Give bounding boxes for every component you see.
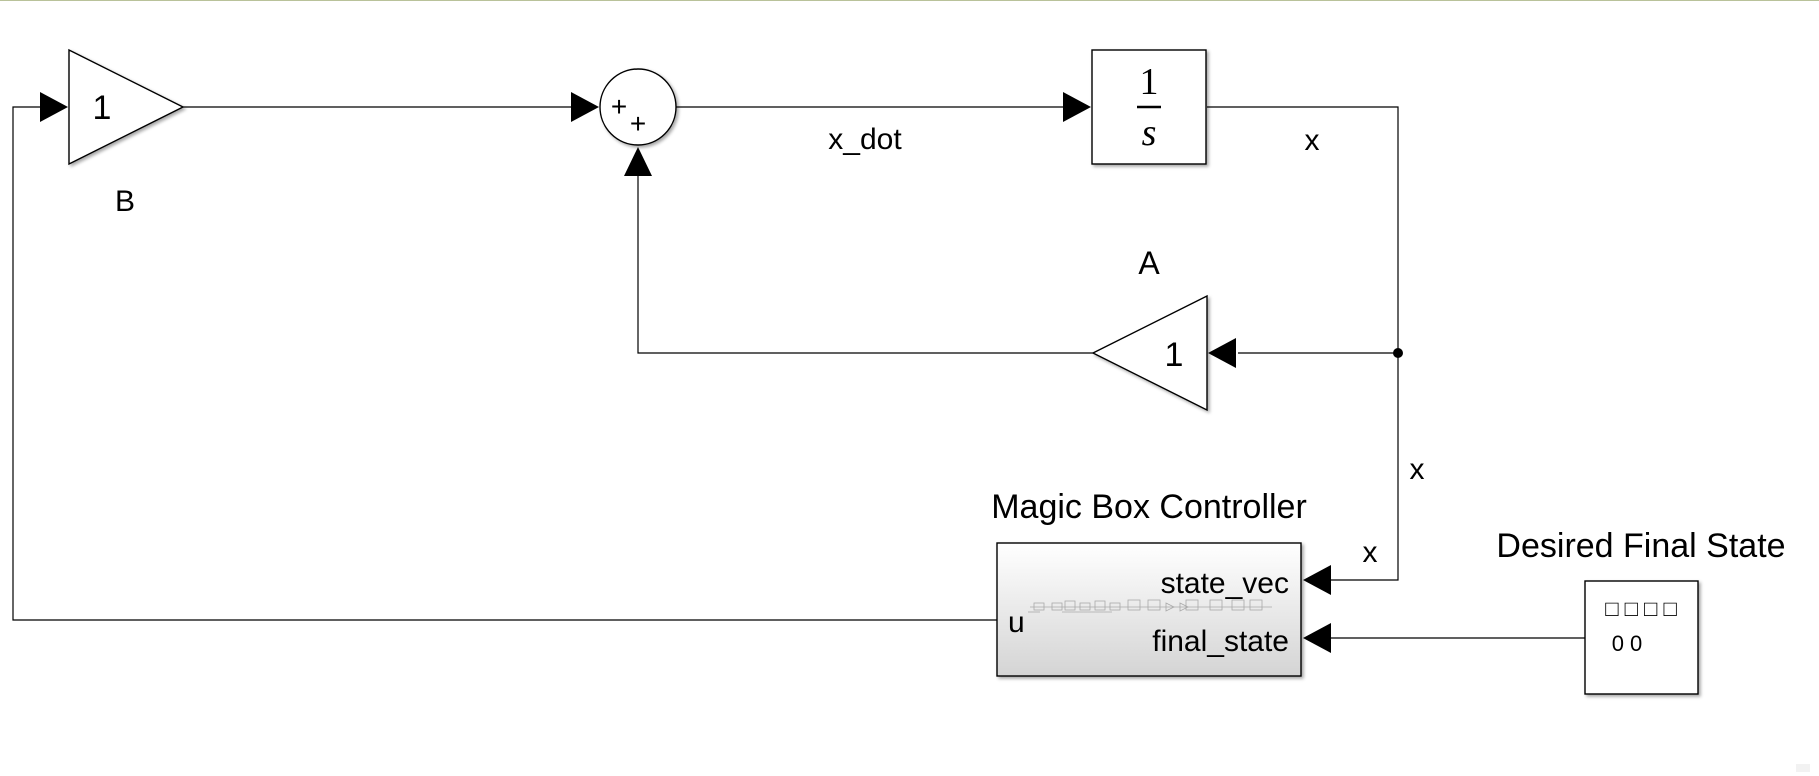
integrator-numerator: 1	[1140, 61, 1159, 103]
integrator-block[interactable]: 1 s	[1091, 49, 1207, 165]
arrow-into-sum-bottom	[624, 147, 652, 176]
wire-u-to-b[interactable]	[12, 106, 997, 621]
arrow-into-sum-left	[571, 92, 599, 122]
wire-a-to-sum[interactable]	[637, 166, 1093, 354]
controller-port-u: u	[1008, 606, 1025, 639]
arrow-into-gain-a	[1208, 338, 1236, 368]
arrow-into-integrator	[1063, 92, 1091, 122]
signal-lines	[12, 106, 1585, 639]
gain-b-triangle[interactable]	[68, 48, 185, 166]
signal-label-x-dot: x_dot	[828, 123, 902, 156]
gain-b-value: 1	[93, 89, 112, 127]
signal-label-x-in: x	[1363, 536, 1378, 569]
signal-label-x-down: x	[1410, 453, 1425, 486]
gain-block-a[interactable]: 1 A	[1091, 245, 1208, 412]
sum-block[interactable]: + +	[599, 68, 677, 146]
gain-block-b[interactable]: 1 B	[68, 48, 185, 218]
arrowheads	[40, 92, 1331, 653]
integrator-denominator: s	[1142, 112, 1157, 154]
sum-sign-bottom: +	[630, 108, 646, 139]
constant-value-row-2: 0 0	[1612, 631, 1643, 656]
desired-final-state-constant[interactable]: Desired Final State □ □ □ □ 0 0	[1496, 527, 1786, 695]
signal-label-x-out: x	[1305, 124, 1320, 157]
controller-port-final-state: final_state	[1152, 625, 1289, 658]
canvas-top-border	[0, 0, 1819, 1]
arrow-into-state-vec	[1303, 565, 1331, 595]
subsystem-thumbnail-icon	[1028, 599, 1272, 613]
gain-b-name: B	[115, 185, 135, 218]
controller-title: Magic Box Controller	[991, 488, 1307, 526]
magic-box-controller[interactable]: Magic Box Controller state_vec final_sta…	[991, 488, 1307, 677]
gain-a-value: 1	[1165, 336, 1184, 374]
arrow-into-gain-b	[40, 92, 68, 122]
wire-x-trunk[interactable]	[1207, 106, 1399, 581]
sum-circle[interactable]	[599, 68, 677, 146]
constant-title: Desired Final State	[1496, 527, 1785, 565]
constant-value-row-1: □ □ □ □	[1605, 596, 1677, 621]
constant-rect[interactable]	[1584, 580, 1699, 695]
controller-port-state-vec: state_vec	[1161, 567, 1289, 600]
gain-a-name: A	[1138, 245, 1160, 281]
canvas-corner-marker	[1796, 764, 1810, 772]
sum-sign-left: +	[611, 91, 627, 122]
branch-point	[1393, 348, 1403, 358]
gain-a-triangle[interactable]	[1091, 294, 1208, 412]
arrow-into-final-state	[1303, 623, 1331, 653]
